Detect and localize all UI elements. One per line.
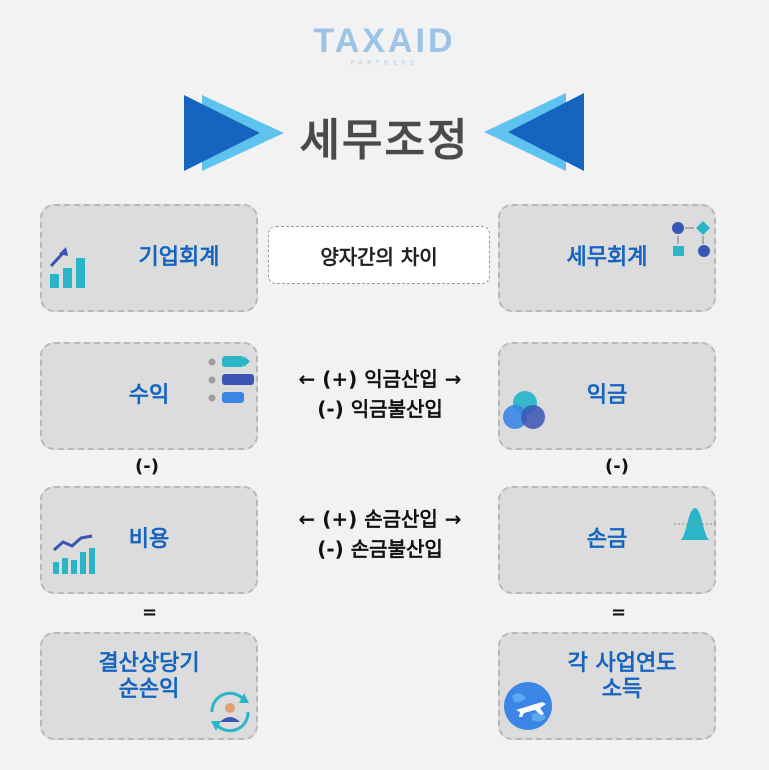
income-exclude-label: (-) 익금불산입 [317, 397, 443, 421]
left-equals-operator: = [142, 602, 158, 623]
deduction-exclude-label: (-) 손금불산입 [317, 537, 443, 561]
deductible-expense-label: 손금 [586, 526, 628, 552]
difference-text: 양자간의 차이 [320, 244, 438, 269]
deductible-expense-box: 손금 [498, 486, 716, 594]
user-refresh-icon [210, 691, 250, 733]
tax-accounting-label: 세무회계 [566, 244, 648, 270]
logo-subtext: PARTNERS [350, 59, 419, 67]
deduction-adjustment-text: ← (+) 손금산입 → (-) 손금불산입 [262, 504, 498, 564]
left-minus-operator: (-) [135, 456, 159, 477]
income-add-label: ← (+) 익금산입 → [298, 367, 462, 391]
process-flow-icon [672, 221, 710, 257]
bell-curve-icon [674, 508, 716, 540]
taxable-income-label: 각 사업연도 소득 [567, 650, 677, 702]
right-minus-operator: (-) [605, 456, 629, 477]
globe-airplane-icon [504, 682, 552, 730]
logo-text: TAXAID [313, 22, 456, 60]
list-tags-icon [208, 356, 254, 403]
overlapping-circles-icon [503, 391, 545, 429]
page-title: 세무조정 [299, 115, 470, 166]
taxaid-logo: TAXAID PARTNERS [0, 22, 769, 67]
expense-box: 비용 [40, 486, 258, 594]
title-left-arrow-icon [184, 95, 284, 171]
revenue-label: 수익 [128, 382, 170, 408]
expense-label: 비용 [128, 526, 170, 552]
revenue-box: 수익 [40, 342, 258, 450]
right-equals-operator: = [611, 602, 627, 623]
line-bar-chart-icon [53, 534, 95, 574]
gross-income-label: 익금 [586, 382, 628, 408]
deduction-add-label: ← (+) 손금산입 → [298, 507, 462, 531]
income-adjustment-text: ← (+) 익금산입 → (-) 익금불산입 [262, 364, 498, 424]
corporate-accounting-label: 기업회계 [138, 244, 220, 270]
title-right-arrow-icon [484, 93, 584, 171]
tax-accounting-box: 세무회계 [498, 204, 716, 312]
rising-bar-chart-icon [49, 247, 85, 288]
difference-label: 양자간의 차이 [268, 226, 490, 284]
net-income-label: 결산상당기 순손익 [98, 650, 200, 702]
